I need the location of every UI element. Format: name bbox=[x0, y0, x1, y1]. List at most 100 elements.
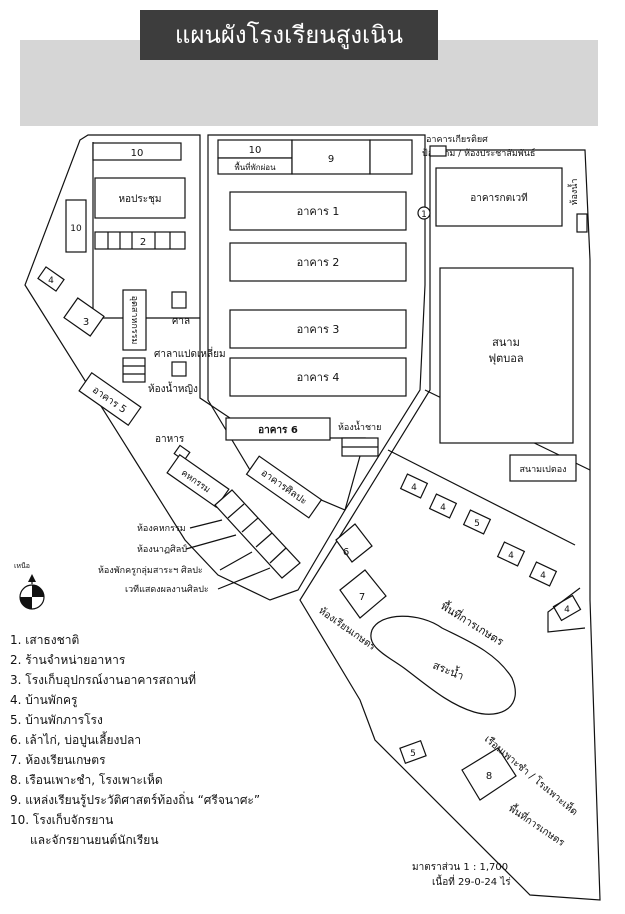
page-title: แผนผังโรงเรียนสูงเนิน bbox=[140, 10, 438, 60]
petanque-court bbox=[509, 454, 577, 482]
building-annex bbox=[369, 139, 413, 175]
label-north: เหนือ bbox=[14, 562, 30, 570]
pond bbox=[370, 615, 516, 715]
janitor-house-5b bbox=[399, 739, 427, 765]
history-learning-center-9 bbox=[291, 139, 371, 175]
label-right-restroom: ห้องน้ำ bbox=[567, 179, 580, 206]
building-3 bbox=[229, 309, 407, 349]
legend-item: 9. แหล่งเรียนรู้ประวัติศาสตร์ท้องถิ่น “ศ… bbox=[10, 793, 261, 807]
building-6 bbox=[225, 417, 331, 441]
label-food: อาหาร bbox=[155, 434, 185, 445]
katavethi-building bbox=[435, 167, 563, 227]
label-4d: 4 bbox=[540, 571, 546, 581]
center-zone-outline bbox=[207, 134, 426, 511]
food-shop bbox=[94, 231, 186, 250]
nursery-8 bbox=[461, 747, 517, 801]
label-5b: 5 bbox=[410, 749, 416, 759]
label-agri-area-2: พื้นที่การเกษตร bbox=[506, 801, 568, 849]
legend-item: 7. ห้องเรียนเกษตร bbox=[10, 753, 106, 767]
building-2 bbox=[229, 242, 407, 282]
janitor-house-5a bbox=[462, 509, 492, 535]
label-room-home-economics: ห้องคหกรรม bbox=[137, 523, 186, 534]
fence-right bbox=[547, 587, 586, 633]
label-boys-restroom: ห้องน้ำชาย bbox=[338, 420, 381, 433]
teacher-house-4d bbox=[528, 561, 558, 587]
label-building-2: อาคาร 2 bbox=[297, 256, 340, 269]
label-10-rest: 10 bbox=[249, 145, 262, 156]
art-building bbox=[245, 455, 323, 519]
label-sala: ศาล bbox=[172, 316, 190, 327]
sala-small bbox=[171, 291, 187, 309]
right-restroom bbox=[576, 213, 588, 233]
road-line-2 bbox=[387, 449, 576, 546]
label-girls-restroom: ห้องน้ำหญิง bbox=[148, 381, 198, 395]
legend-item: และจักรยานยนต์นักเรียน bbox=[30, 833, 159, 847]
legend-item: 6. เล้าไก่, บ่อปูนเลี้ยงปลา bbox=[10, 733, 142, 747]
label-katavethi-building: อาคารกตเวที bbox=[470, 192, 527, 204]
assembly-hall bbox=[94, 177, 186, 219]
guard-booth bbox=[429, 145, 447, 157]
building-5 bbox=[78, 371, 142, 427]
building-10-left bbox=[65, 199, 87, 253]
legend-item: 3. โรงเก็บอุปกรณ์งานอาคารสถานที่ bbox=[10, 673, 197, 687]
label-9: 9 bbox=[328, 154, 334, 165]
label-building-1: อาคาร 1 bbox=[297, 205, 340, 218]
area-size: เนื้อที่ 29-0-24 ไร่ bbox=[432, 877, 511, 888]
label-7: 7 bbox=[359, 592, 365, 603]
label-5a: 5 bbox=[474, 519, 480, 529]
label-rest-area: พื้นที่พักผ่อน bbox=[234, 161, 276, 172]
label-field: สนาม bbox=[492, 336, 520, 349]
agri-classroom-7 bbox=[339, 569, 387, 619]
scale-ratio: มาตราส่วน 1 : 1,700 bbox=[412, 862, 509, 873]
label-4b: 4 bbox=[440, 503, 446, 513]
scale-info: มาตราส่วน 1 : 1,700 เนื้อที่ 29-0-24 ไร่ bbox=[412, 860, 592, 890]
legend-item: 10. โรงเก็บจักรยาน bbox=[10, 813, 114, 827]
label-petanque: สนามเปตอง bbox=[519, 465, 566, 475]
legend-item: 4. บ้านพักครู bbox=[10, 693, 78, 707]
legend-list: 1. เสาธงชาติ 2. ร้านจำหน่ายอาหาร 3. โรงเ… bbox=[10, 630, 350, 850]
arts-rooms-row bbox=[214, 489, 301, 579]
label-art-stage: เวทีแสดงผลงานศิลปะ bbox=[125, 584, 209, 595]
label-8: 8 bbox=[486, 771, 492, 782]
label-1: 1 bbox=[421, 210, 427, 220]
label-assembly-hall: หอประชุม bbox=[118, 194, 161, 205]
label-building-3: อาคาร 3 bbox=[297, 323, 340, 336]
industrial-building bbox=[122, 289, 147, 351]
legend-item: 2. ร้านจำหน่ายอาหาร bbox=[10, 653, 126, 667]
label-10-left: 10 bbox=[70, 224, 82, 234]
football-field bbox=[439, 267, 574, 444]
legend-item: 5. บ้านพักภารโรง bbox=[10, 713, 103, 727]
label-octagon-sala: ศาลาแปดเหลี่ยม bbox=[154, 346, 226, 360]
label-building-4: อาคาร 4 bbox=[297, 371, 340, 384]
label-room-dance: ห้องนาฏศิลป์ bbox=[137, 543, 187, 555]
right-zone-outline bbox=[299, 149, 601, 901]
label-6: 6 bbox=[343, 547, 349, 558]
label-honor-building: อาคารเกียรติยศ bbox=[426, 134, 488, 145]
label-2: 2 bbox=[140, 237, 146, 248]
label-4c: 4 bbox=[508, 551, 514, 561]
label-3: 3 bbox=[83, 317, 89, 328]
label-guard-pr-room: ป้อมยาม / ห้องประชาสัมพันธ์ bbox=[422, 147, 535, 159]
label-room-arts-teachers: ห้องพักครูกลุ่มสาระฯ ศิลปะ bbox=[98, 565, 203, 576]
flagpole-1 bbox=[417, 206, 431, 220]
label-4-left: 4 bbox=[48, 276, 54, 286]
teacher-house-4c bbox=[496, 541, 526, 567]
octagon-sala-marker bbox=[171, 361, 187, 377]
building-4 bbox=[229, 357, 407, 397]
label-10-top: 10 bbox=[131, 148, 144, 159]
label-4e: 4 bbox=[564, 605, 570, 615]
left-zone-outline bbox=[24, 134, 366, 601]
girls-restroom bbox=[122, 357, 146, 383]
teacher-house-4-left bbox=[37, 266, 65, 292]
teacher-house-4b bbox=[428, 493, 458, 519]
label-4a: 4 bbox=[411, 483, 417, 493]
teacher-house-4a bbox=[399, 473, 429, 499]
legend-item: 1. เสาธงชาติ bbox=[10, 633, 80, 647]
label-football: ฟุตบอล bbox=[488, 352, 523, 365]
legend-item: 8. เรือนเพาะชำ, โรงเพาะเห็ด bbox=[10, 773, 163, 787]
storage-3 bbox=[63, 297, 105, 337]
building-1 bbox=[229, 191, 407, 231]
label-industrial: อุตสาหกรรม bbox=[129, 296, 139, 345]
label-building-6: อาคาร 6 bbox=[258, 425, 298, 436]
